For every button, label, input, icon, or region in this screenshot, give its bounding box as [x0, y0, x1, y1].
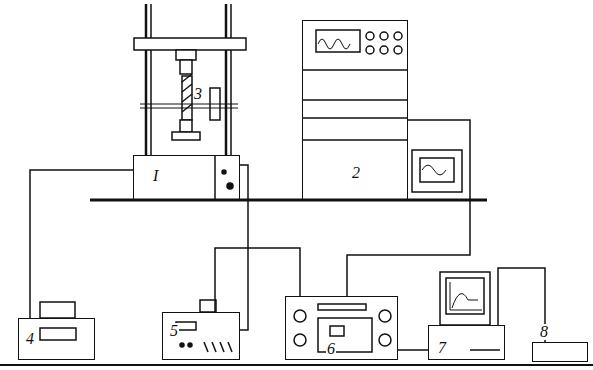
wire-line	[398, 349, 428, 351]
callout-number: I	[152, 168, 159, 184]
wire-line	[347, 120, 470, 296]
callout-number: 6	[326, 341, 336, 357]
signal-wire	[215, 248, 300, 312]
control-cabinet: 2	[302, 20, 408, 200]
wire-line	[215, 248, 300, 312]
testing-machine: I	[133, 155, 240, 200]
wire-line	[30, 170, 133, 318]
callout-number: 5	[169, 323, 179, 339]
signal-wire	[347, 120, 470, 296]
printer-box: 8	[532, 342, 588, 362]
analyzer-box: 6	[285, 296, 398, 360]
computer-box: 7	[428, 325, 505, 360]
signal-wire	[398, 350, 428, 351]
callout-number: 3	[193, 86, 203, 102]
signal-wire	[30, 170, 133, 318]
amplifier-box: 5	[162, 312, 240, 360]
callout-number: 8	[539, 324, 549, 340]
wire-line	[498, 268, 545, 342]
signal-wire	[498, 268, 545, 342]
callout-number: 7	[437, 340, 447, 356]
callout-number: 4	[25, 331, 35, 347]
recorder-box: 4	[18, 318, 95, 360]
callout-number: 2	[351, 165, 361, 181]
